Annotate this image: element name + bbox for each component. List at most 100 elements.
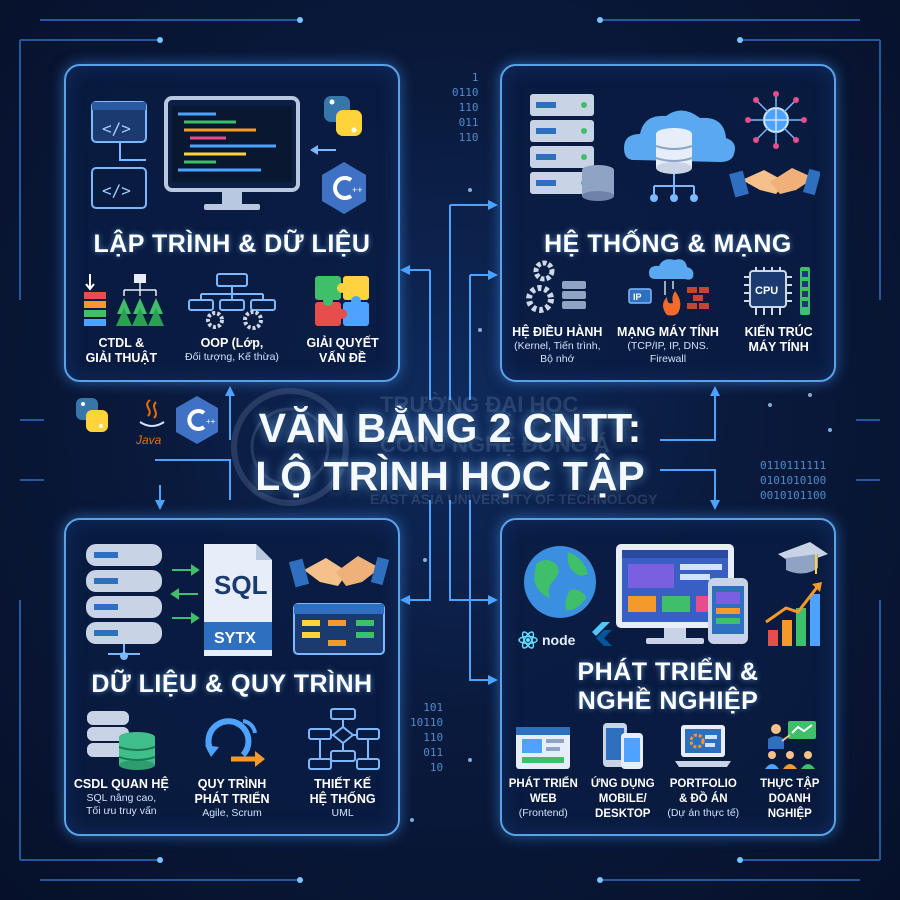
- network-firewall-icon: IP: [628, 259, 709, 316]
- cplusplus-icon: ++: [176, 396, 218, 444]
- panel-title-career-line2: NGHỀ NGHIỆP: [577, 687, 759, 715]
- item-relational-db: CSDL QUAN HỆ SQL nâng cao, Tối ưu truy v…: [70, 705, 172, 820]
- item-subtitle: Đối tượng, Kế thừa): [185, 351, 279, 363]
- svg-text:++: ++: [352, 185, 363, 195]
- class-diagram-icon: [187, 273, 276, 330]
- item-subtitle: Agile, Scrum: [202, 807, 262, 819]
- programming-items: CTDL & GIẢI THUẬT OOP (Lớp, Đối tượng, K…: [66, 264, 398, 366]
- team-presentation-icon: [764, 721, 816, 769]
- item-title: CTDL &: [98, 336, 145, 350]
- item-operating-system: HỆ ĐIỀU HÀNH (Kernel, Tiến trình, Bộ nhớ: [506, 253, 608, 366]
- item-subtitle: (TCP/IP, IP, DNS.: [627, 340, 709, 352]
- mobile-phone-icon: [708, 578, 748, 644]
- handshake-icon: [729, 168, 820, 198]
- monitor-code-icon: [164, 96, 300, 210]
- item-subtitle: (Dự án thực tế): [667, 807, 740, 819]
- item-problem-solving: GIẢI QUYẾT VẤN ĐỀ: [292, 264, 394, 366]
- binary-right: 0110111111 0101010100 0010101100: [760, 459, 827, 502]
- cplusplus-icon: ++: [322, 162, 366, 214]
- item-subtitle: (Frontend): [518, 807, 568, 819]
- item-web-dev: PHÁT TRIỂN WEB (Frontend): [503, 715, 583, 822]
- java-icon: Java: [135, 399, 165, 447]
- item-subtitle: UML: [331, 807, 354, 819]
- item-subtitle: Firewall: [649, 353, 687, 365]
- item-title: DESKTOP: [595, 808, 651, 820]
- item-dev-process: QUY TRÌNH PHÁT TRIỂN Agile, Scrum: [181, 705, 283, 820]
- globe-network-icon: [745, 91, 807, 149]
- puzzle-icon: [314, 276, 369, 326]
- item-internship: THỰC TẬP DOANH NGHIỆP: [747, 715, 833, 822]
- python-icon: [324, 96, 362, 136]
- binary-top: 1 0110 110 011 110: [452, 71, 479, 144]
- portfolio-laptop-icon: [675, 725, 732, 767]
- item-title: MẠNG MÁY TÍNH: [617, 325, 719, 339]
- sql-label: SQL: [214, 570, 268, 600]
- graduation-cap-icon: [778, 542, 828, 574]
- item-system-design: THIẾT KẾ HỆ THỐNG UML: [292, 705, 394, 820]
- item-title: CSDL QUAN HỆ: [73, 777, 169, 791]
- item-title: KIẾN TRÚC: [744, 325, 813, 339]
- item-title: GIẢI QUYẾT: [306, 336, 379, 350]
- data-hero-illustration: SQL SYTX: [86, 544, 390, 660]
- career-hero-illustration: node: [518, 542, 828, 649]
- java-label: Java: [135, 433, 162, 447]
- item-subtitle: SQL nâng cao,: [86, 792, 157, 804]
- item-title: OOP (Lớp,: [200, 336, 264, 350]
- server-rack-icon: [530, 94, 614, 201]
- sql-document-icon: SQL SYTX: [204, 544, 272, 656]
- item-title: DOANH NGHIỆP: [767, 793, 812, 820]
- item-subtitle: Bộ nhớ: [540, 353, 575, 365]
- item-title: VẤN ĐỀ: [319, 351, 367, 365]
- code-brackets-icon: </>: [91, 167, 147, 209]
- watermark-line1: TRƯỜNG ĐẠI HỌC: [380, 392, 578, 417]
- systems-items: HỆ ĐIỀU HÀNH (Kernel, Tiến trình, Bộ nhớ…: [502, 253, 834, 366]
- relational-database-icon: [87, 711, 156, 770]
- item-oop: OOP (Lớp, Đối tượng, Kế thừa): [181, 264, 283, 366]
- systems-hero-illustration: [530, 91, 820, 202]
- svg-text:</>: </>: [102, 181, 131, 200]
- flutter-icon: [592, 622, 612, 646]
- item-title: PORTFOLIO: [669, 778, 737, 790]
- ip-label: IP: [633, 292, 642, 302]
- item-subtitle: (Kernel, Tiến trình,: [514, 340, 601, 352]
- item-title: HỆ THỐNG: [309, 792, 376, 806]
- growth-chart-icon: [765, 582, 822, 646]
- panel-title-career: PHÁT TRIỂN & NGHỀ NGHIỆP: [502, 658, 834, 716]
- panel-title-data: DỮ LIỆU & QUY TRÌNH: [91, 670, 373, 698]
- binary-bottom: 101 10110 110 011 10: [410, 701, 444, 774]
- panel-programming-data: </> </>: [64, 64, 400, 382]
- react-icon: [518, 631, 538, 649]
- career-items: PHÁT TRIỂN WEB (Frontend) ỨNG DỤNG MOBIL…: [502, 715, 834, 822]
- center-title-line1: VĂN BẰNG 2 CNTT:: [258, 405, 642, 451]
- watermark-line2: CÔNG NGHỆ ĐÔNG Á: [380, 432, 610, 457]
- panel-data-process: SQL SYTX DỮ LIỆU & QUY TRÌNH: [64, 518, 400, 836]
- watermark-line3: EAST ASIA UNIVERSITY OF TECHNOLOGY: [370, 491, 658, 507]
- item-title: THIẾT KẾ: [314, 777, 372, 791]
- node-label: node: [542, 632, 576, 648]
- item-subtitle: Tối ưu truy vấn: [86, 805, 157, 817]
- item-title: PHÁT TRIỂN: [194, 792, 270, 806]
- item-title: GIẢI THUẬT: [85, 351, 158, 365]
- item-title: & ĐỒ ÁN: [678, 793, 728, 805]
- agile-cycle-icon: [204, 718, 265, 767]
- panel-career: node: [500, 518, 836, 836]
- item-title: HỆ ĐIỀU HÀNH: [512, 325, 603, 339]
- python-icon: [76, 398, 108, 432]
- database-stack-icon: [86, 544, 162, 660]
- panel-systems-network: HỆ THỐNG & MẠNG HỆ ĐIỀU HÀNH (Kernel, Ti…: [500, 64, 836, 382]
- center-title-line2: LỘ TRÌNH HỌC TẬP: [255, 453, 645, 499]
- cloud-database-icon: [624, 110, 735, 202]
- panel-title-career-line1: PHÁT TRIỂN &: [577, 658, 759, 686]
- item-title: ỨNG DỤNG: [590, 778, 655, 790]
- phone-tablet-icon: [602, 723, 643, 769]
- language-logos: Java ++: [76, 396, 218, 447]
- item-portfolio: PORTFOLIO & ĐỒ ÁN (Dự án thực tế): [662, 715, 744, 822]
- university-watermark: TRƯỜNG ĐẠI HỌC CÔNG NGHỆ ĐÔNG Á EAST ASI…: [231, 388, 658, 507]
- item-data-structures: CTDL & GIẢI THUẬT: [70, 264, 172, 366]
- data-items: CSDL QUAN HỆ SQL nâng cao, Tối ưu truy v…: [66, 705, 398, 820]
- svg-text:</>: </>: [102, 119, 131, 138]
- programming-hero-illustration: </> </>: [91, 96, 366, 214]
- stack-tree-icon: [84, 274, 165, 326]
- item-mobile-desktop: ỨNG DỤNG MOBILE/ DESKTOP: [586, 715, 660, 822]
